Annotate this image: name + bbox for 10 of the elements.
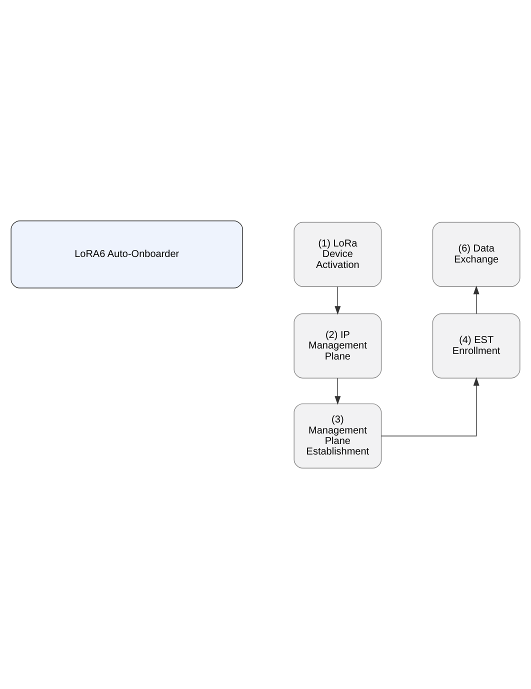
node-box: (6) Data Exchange — [432, 222, 520, 287]
arrow — [334, 378, 341, 405]
node-box: (4) EST Enrollment — [432, 313, 520, 378]
node-box: (2) IP Management Plane — [294, 313, 382, 378]
node-box: (1) LoRa Device Activation — [294, 222, 382, 287]
arrow — [381, 377, 480, 436]
node-box: LoRA6 Auto-Onboarder — [10, 220, 243, 288]
arrow — [473, 286, 480, 314]
arrow — [334, 286, 341, 315]
node-box: (3) Management Plane Establishment — [294, 403, 382, 468]
